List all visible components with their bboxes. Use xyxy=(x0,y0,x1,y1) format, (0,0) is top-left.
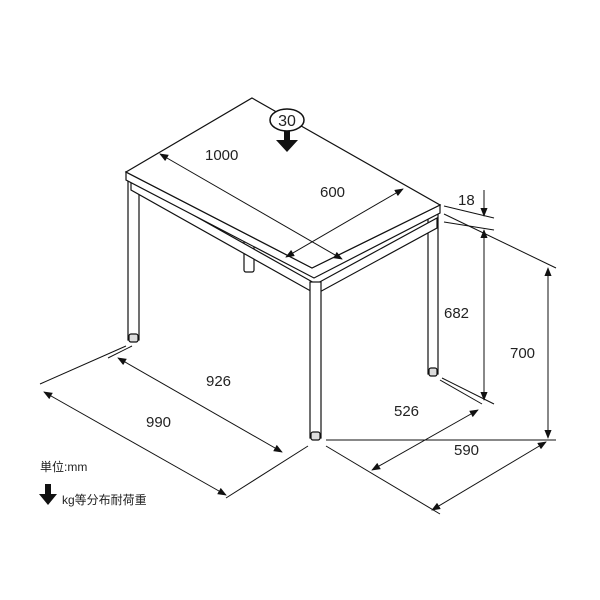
dim-leg-height: 682 xyxy=(444,305,469,322)
table-drawing xyxy=(124,97,442,441)
leg-front xyxy=(309,281,322,439)
legend-load: kg等分布耐荷重 xyxy=(62,493,147,507)
dim-top-thickness: 18 xyxy=(458,192,475,209)
leg-right xyxy=(427,209,439,375)
dimension-lines xyxy=(39,153,557,515)
dim-floor-depth: 590 xyxy=(454,442,479,459)
dim-leg-span-depth: 526 xyxy=(394,403,419,420)
load-value: 30 xyxy=(278,113,296,130)
leg-left xyxy=(127,175,140,341)
dim-leg-span-width: 926 xyxy=(206,373,231,390)
dim-top-depth: 600 xyxy=(320,184,345,201)
load-arrow-icon xyxy=(276,131,298,152)
dim-total-height: 700 xyxy=(510,345,535,362)
dim-top-width: 1000 xyxy=(205,147,238,164)
load-badge: 30 xyxy=(269,108,305,152)
legend: 単位:mm kg等分布耐荷重 xyxy=(39,459,147,507)
dim-floor-width: 990 xyxy=(146,414,171,431)
legend-unit: 単位:mm xyxy=(40,459,87,474)
load-arrow-icon xyxy=(39,484,57,505)
